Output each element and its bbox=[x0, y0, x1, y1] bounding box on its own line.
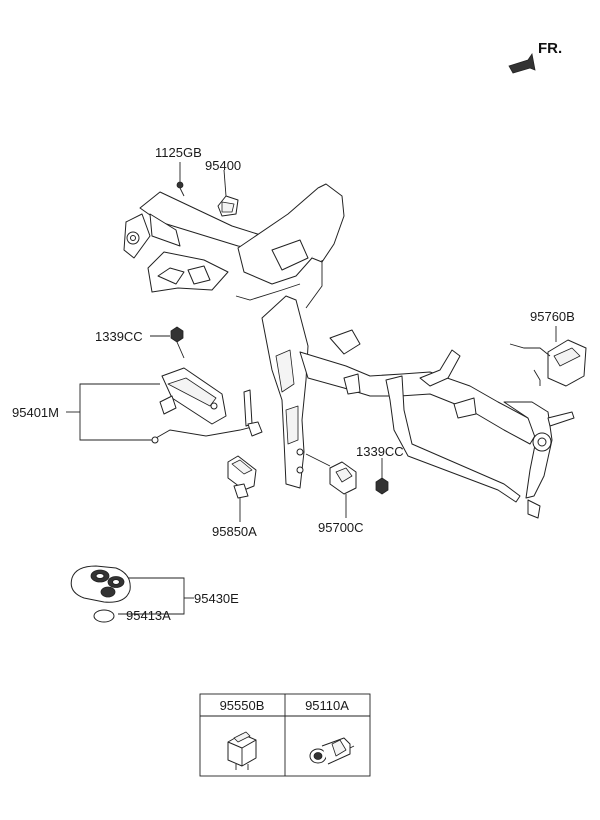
direction-label: FR. bbox=[538, 40, 562, 57]
label-95430E: 95430E bbox=[194, 591, 239, 606]
part-1339CC-nut-left bbox=[170, 326, 185, 359]
label-1339CC-left: 1339CC bbox=[95, 329, 143, 344]
label-95413A: 95413A bbox=[126, 608, 171, 623]
label-95400: 95400 bbox=[205, 158, 241, 173]
label-95401M: 95401M bbox=[12, 405, 59, 420]
socket-icon bbox=[309, 737, 355, 765]
label-95850A: 95850A bbox=[212, 524, 257, 539]
part-95401M-smart-key-unit bbox=[151, 367, 263, 444]
label-1339CC-right: 1339CC bbox=[356, 444, 404, 459]
bracket-95401M bbox=[79, 383, 160, 441]
part-95850A-immobilizer bbox=[227, 455, 257, 499]
cowl-crossmember-assembly bbox=[123, 183, 575, 519]
relay-icon bbox=[227, 731, 257, 770]
arrow-icon bbox=[508, 52, 536, 74]
part-95700C-sensor bbox=[305, 453, 357, 495]
table-header-95550B: 95550B bbox=[220, 698, 265, 713]
part-95400-module bbox=[217, 195, 239, 217]
label-95700C: 95700C bbox=[318, 520, 364, 535]
label-95760B: 95760B bbox=[530, 309, 575, 324]
direction-indicator: FR. bbox=[508, 40, 562, 74]
parts-table: 95550B 95110A bbox=[199, 693, 371, 777]
leader-95400 bbox=[223, 169, 227, 197]
part-95413A-battery bbox=[93, 609, 115, 623]
bracket-95430E bbox=[118, 577, 185, 615]
part-1339CC-nut-right bbox=[375, 477, 389, 495]
part-95760B-bracket bbox=[509, 339, 587, 387]
part-1125GB-bolt bbox=[176, 181, 185, 197]
label-1125GB: 1125GB bbox=[155, 145, 202, 160]
part-95430E-key-fob bbox=[70, 565, 131, 603]
table-header-95110A: 95110A bbox=[305, 698, 349, 713]
